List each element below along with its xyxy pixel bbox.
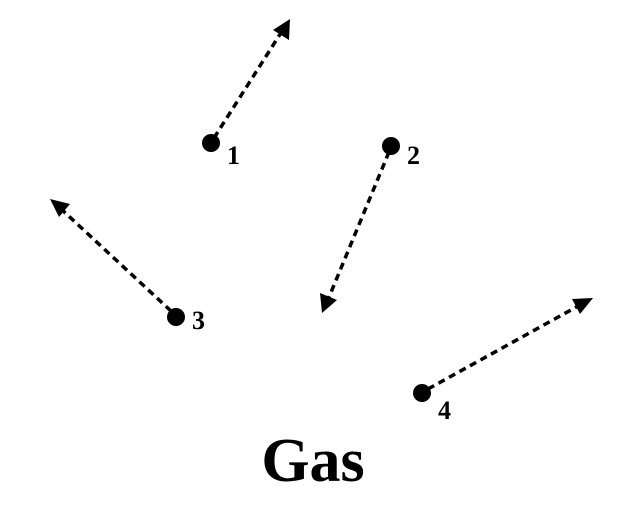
particle-label-1: 1 <box>227 141 240 170</box>
particle-3: 3 <box>50 199 205 335</box>
velocity-arrow-1 <box>212 28 284 139</box>
particle-dot-1 <box>202 134 220 152</box>
arrowhead-2 <box>320 293 337 313</box>
particle-dot-4 <box>413 384 431 402</box>
velocity-arrow-2 <box>325 151 391 303</box>
velocity-arrow-3 <box>58 206 173 313</box>
particle-label-3: 3 <box>192 306 205 335</box>
velocity-arrow-4 <box>427 303 581 391</box>
arrowhead-4 <box>572 298 593 314</box>
arrowhead-1 <box>273 19 290 40</box>
particle-label-4: 4 <box>438 396 451 425</box>
particle-dot-3 <box>167 308 185 326</box>
particle-4: 4 <box>413 298 593 425</box>
arrowhead-3 <box>50 199 70 217</box>
particle-dot-2 <box>382 137 400 155</box>
particle-1: 1 <box>202 19 290 170</box>
diagram-title: Gas <box>261 427 364 495</box>
particle-2: 2 <box>320 137 420 313</box>
particle-label-2: 2 <box>407 141 420 170</box>
